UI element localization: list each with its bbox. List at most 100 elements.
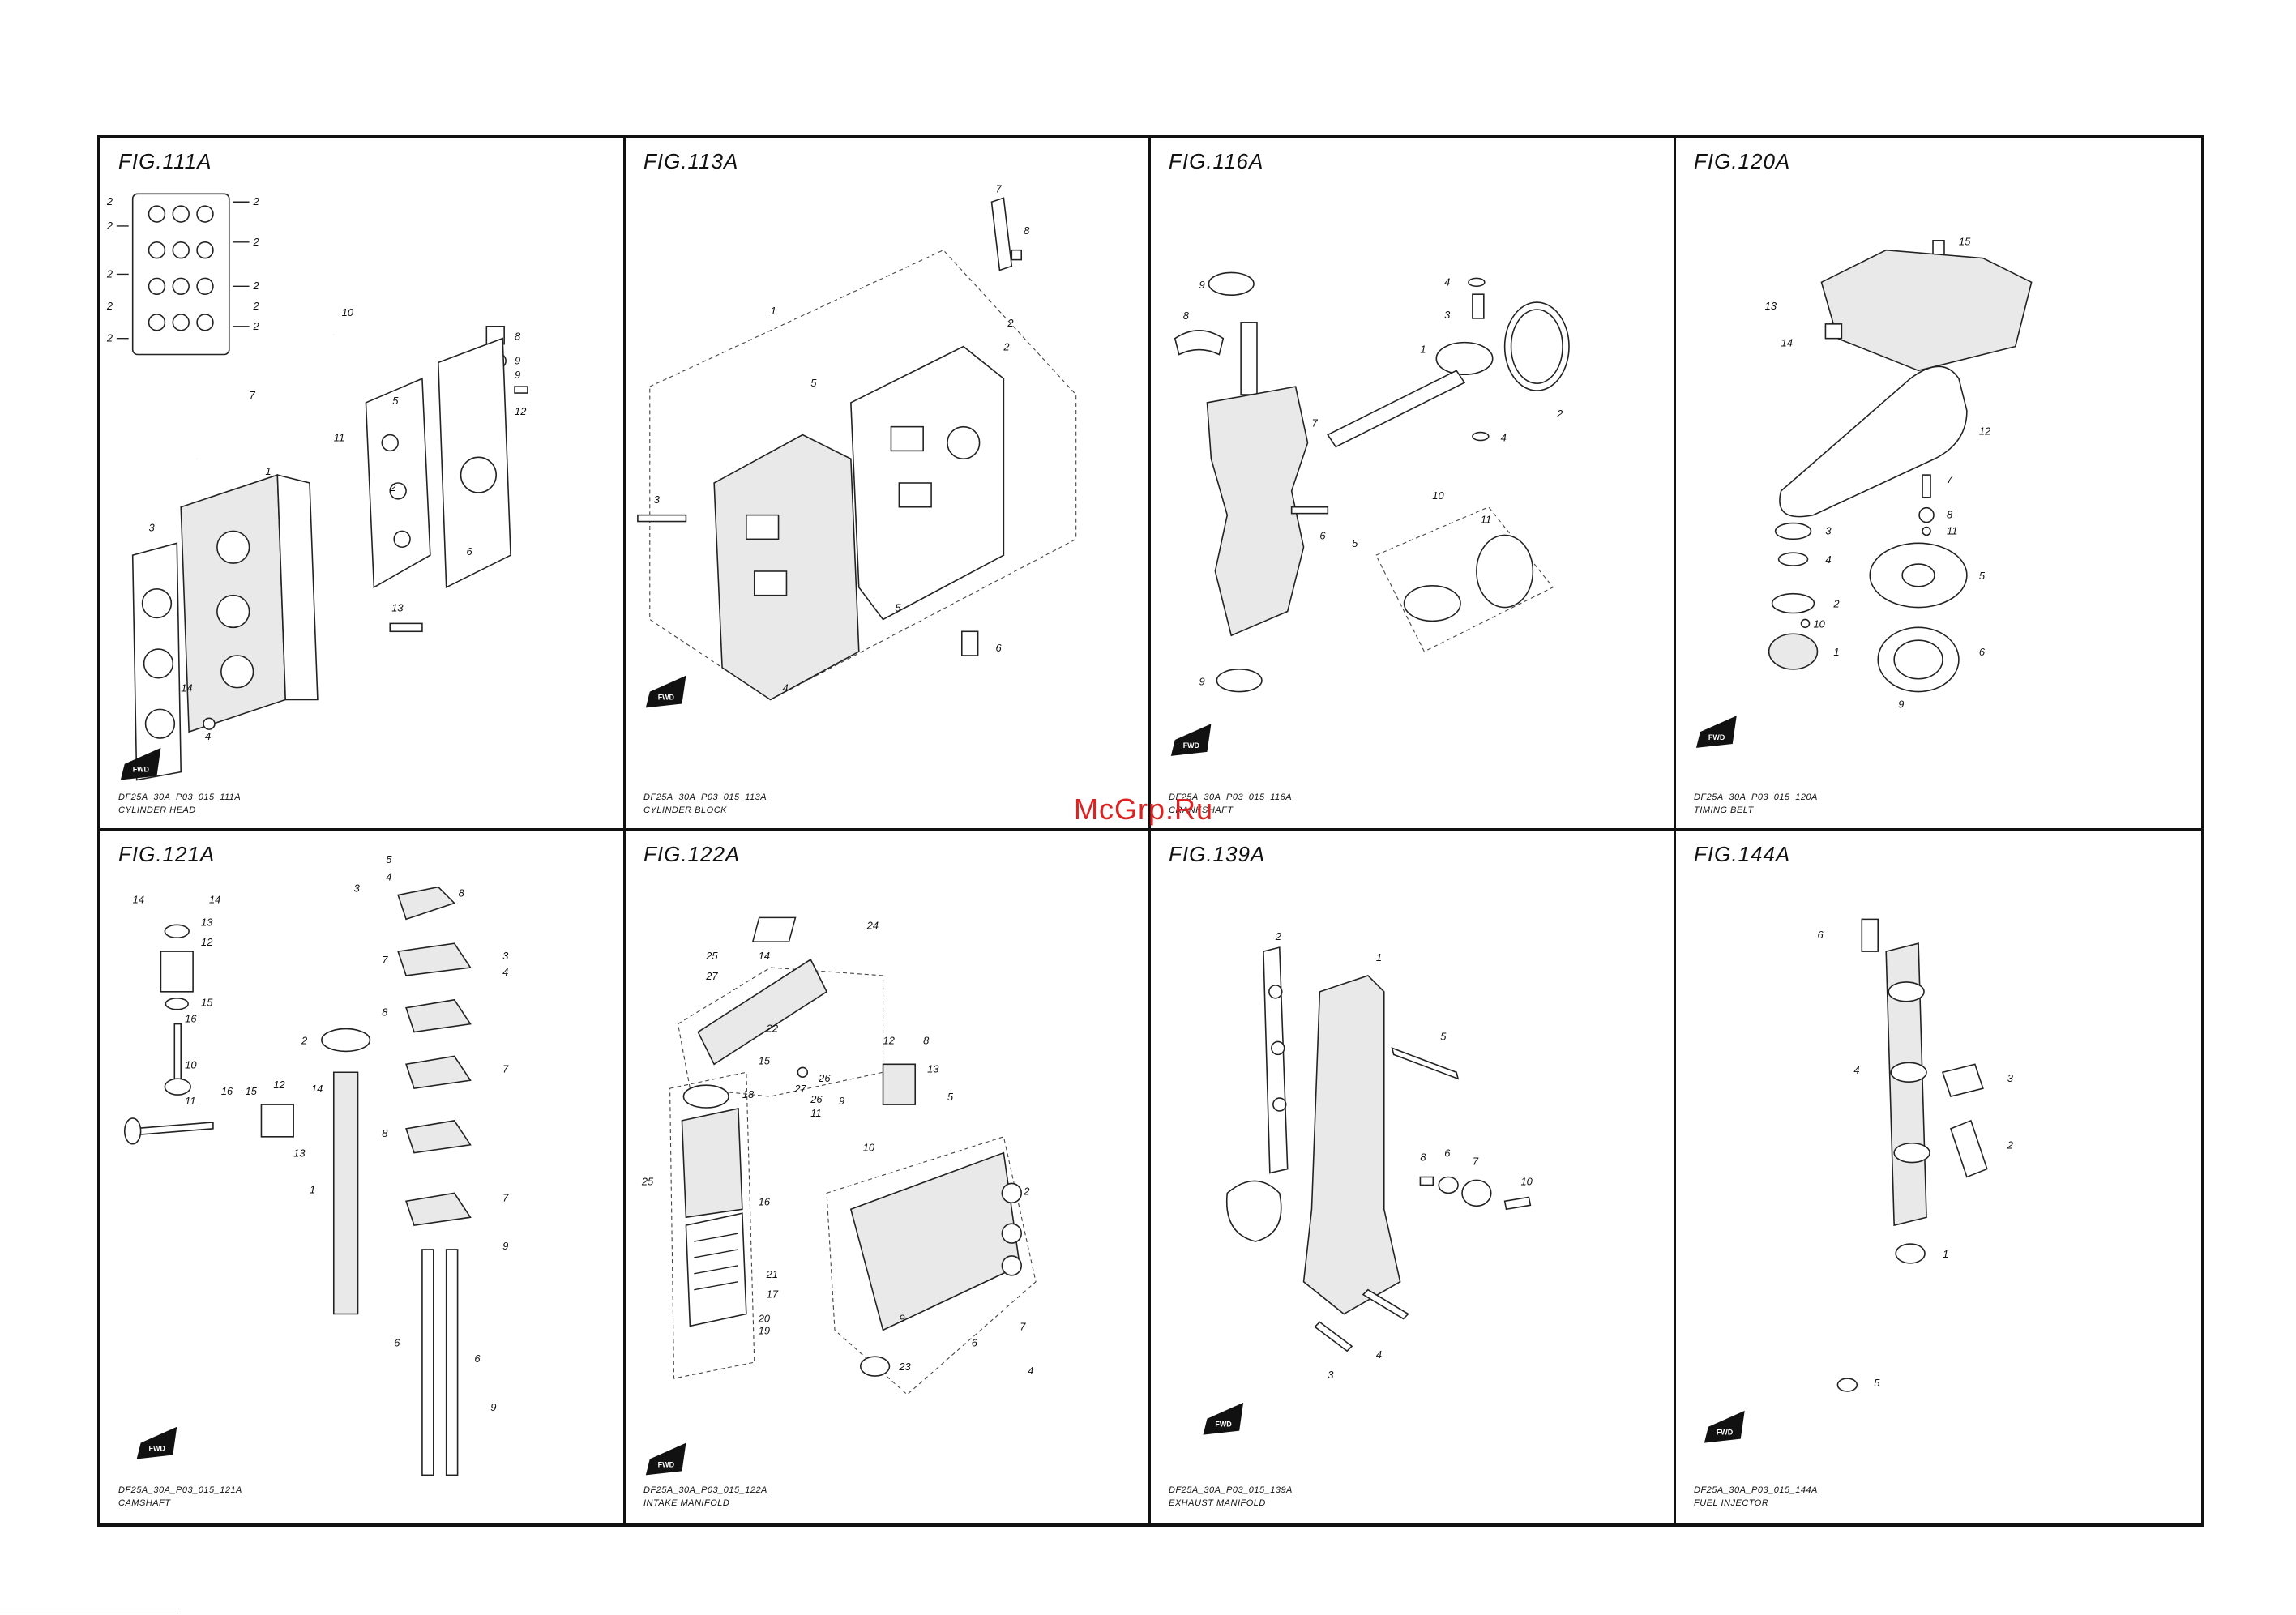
callout: 3 [2007,1072,2014,1084]
callout: 6 [394,1336,400,1348]
callout: 5 [392,395,399,407]
fwd-arrow-icon [1170,724,1212,756]
callout: 11 [334,431,344,443]
callout: 11 [810,1107,821,1119]
callout: 6 [474,1352,481,1365]
callout: 17 [767,1288,779,1301]
callout: 15 [246,1085,258,1097]
figure-code: DF25A_30A_P03_015_122A [643,1485,767,1495]
callout: 2 [106,195,113,207]
panel-fig-122a[interactable]: FIG.122A 24 25 27 14 22 15 18 26 27 26 1… [626,831,1151,1523]
svg-text:FWD: FWD [1717,1429,1734,1437]
callout: 7 [995,182,1002,194]
panel-fig-116a[interactable]: FIG.116A 9 4 3 8 1 2 7 [1151,138,1676,831]
callout: 22 [766,1023,778,1035]
callout: 8 [1420,1151,1426,1164]
panel-fig-121a[interactable]: FIG.121A 5 4 3 8 14 14 13 12 7 15 16 4 [100,831,626,1523]
callout: 20 [758,1312,771,1324]
panel-fig-144a[interactable]: FIG.144A 6 4 3 2 1 5 FWD [1676,831,2201,1523]
callout: 2 [1275,930,1281,942]
callout: 1 [1376,951,1382,963]
callout: 5 [1874,1377,1880,1389]
figure-code: DF25A_30A_P03_015_113A [643,793,767,802]
callout: 4 [1501,431,1507,443]
figure-title: FIG.144A [1694,842,1791,866]
callout: 4 [502,966,508,978]
figure-name: EXHAUST MANIFOLD [1169,1498,1266,1508]
callout: 7 [250,389,256,401]
callout: 7 [502,1062,509,1075]
callout: 8 [1947,509,1953,521]
callout: 13 [391,602,404,614]
callout: 14 [209,893,220,905]
callout: 14 [1781,337,1793,349]
callout: 12 [273,1079,284,1091]
callout: 2 [106,300,113,312]
panel-fig-139a[interactable]: FIG.139A 2 1 5 8 6 7 10 3 [1151,831,1676,1523]
callout: 2 [106,332,113,344]
callout: 10 [1813,617,1825,630]
callout: 15 [759,1054,771,1066]
callout: 2 [1003,341,1009,353]
callout: 13 [293,1147,306,1160]
callout: 5 [1440,1030,1447,1042]
figure-name: TIMING BELT [1694,805,1754,815]
callout: 8 [1024,224,1030,237]
callout: 4 [1825,553,1831,566]
figure-title: FIG.139A [1169,842,1266,866]
callout: 26 [818,1072,831,1084]
callout: 6 [1319,529,1326,541]
callout: 6 [995,642,1002,654]
figure-name: CYLINDER HEAD [118,805,196,815]
callout: 9 [1199,676,1205,688]
panel-fig-120a[interactable]: FIG.120A 15 13 14 12 7 8 11 3 [1676,138,2201,831]
callout: 1 [1833,646,1839,658]
callout: 19 [759,1324,770,1336]
figure-code: DF25A_30A_P03_015_120A [1694,793,1818,802]
callout: 4 [386,871,391,883]
svg-text:FWD: FWD [1708,733,1725,741]
callout: 13 [927,1062,939,1075]
callout: 1 [310,1183,315,1195]
callout: 4 [1028,1365,1033,1377]
callout: 5 [895,602,901,614]
fuel-injector-drawing: 6 4 3 2 1 5 FWD [1676,831,2201,1523]
callout: 14 [181,682,192,694]
callout: 9 [515,354,520,366]
svg-text:FWD: FWD [133,766,150,774]
svg-text:FWD: FWD [658,1460,675,1468]
callout: 2 [1007,317,1013,329]
svg-text:FWD: FWD [149,1445,166,1453]
callout: 2 [301,1034,307,1046]
exhaust-manifold-drawing: 2 1 5 8 6 7 10 3 4 FWD [1151,831,1674,1523]
callout: 7 [382,954,388,966]
callout: 7 [1947,473,1953,485]
callout: 10 [1520,1175,1533,1187]
callout: 5 [1979,570,1986,582]
figure-name: CYLINDER BLOCK [643,805,727,815]
figure-title: FIG.111A [118,149,212,173]
callout: 9 [515,369,520,381]
timing-belt-drawing: 15 13 14 12 7 8 11 3 4 5 [1676,138,2201,828]
callout: 16 [185,1013,197,1025]
callout: 3 [502,950,509,962]
callout: 7 [1473,1156,1479,1168]
figure-name: INTAKE MANIFOLD [643,1498,730,1508]
callout: 10 [185,1058,197,1070]
callout: 9 [839,1095,844,1107]
callout: 12 [201,936,212,948]
callout: 2 [253,236,259,248]
figure-code: DF25A_30A_P03_015_116A [1169,793,1293,802]
fwd-arrow-icon [1203,1402,1244,1435]
callout: 3 [1825,524,1832,536]
callout: 25 [641,1175,654,1187]
callout: 13 [201,916,213,928]
callout: 6 [467,545,473,558]
callout: 8 [382,1127,388,1139]
callout: 8 [1183,310,1190,322]
panel-fig-113a[interactable]: FIG.113A 7 8 1 2 2 5 3 5 4 [626,138,1151,831]
cylinder-head-drawing: 2 2 2 2 2 2 2 2 2 2 10 7 8 9 [100,138,623,828]
panel-fig-111a[interactable]: FIG.111A 2 2 2 2 2 2 2 2 2 [100,138,626,831]
callout: 12 [883,1034,895,1046]
callout: 16 [221,1085,233,1097]
